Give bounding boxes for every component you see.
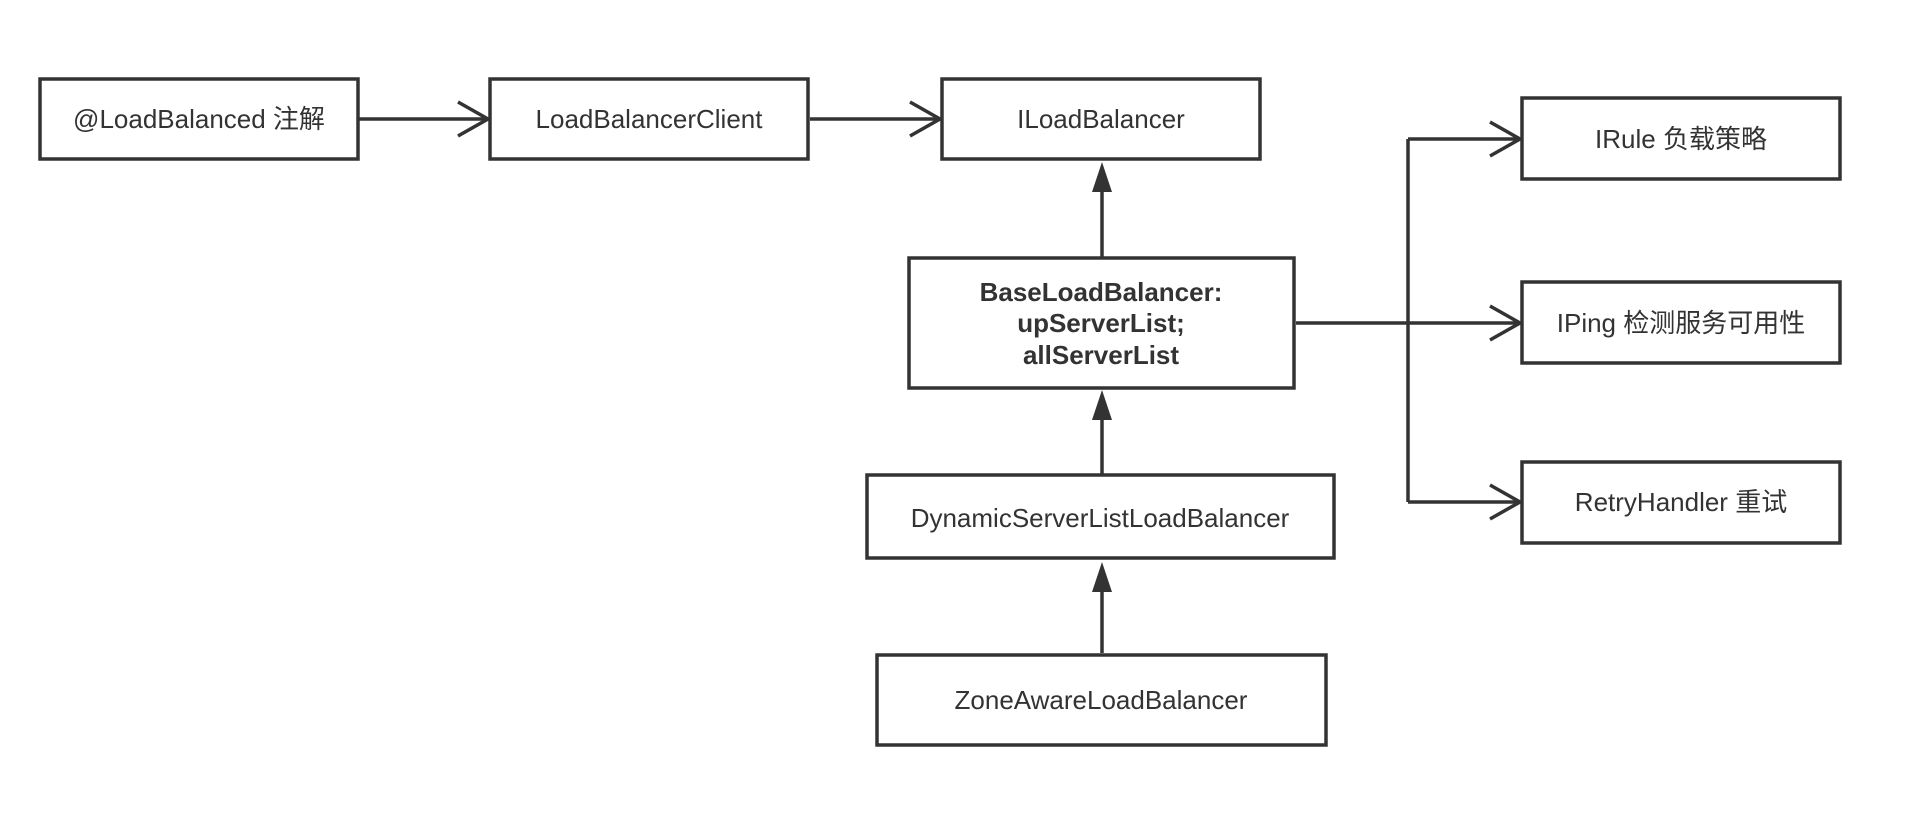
edge-client-to-iloadbalancer bbox=[810, 100, 944, 138]
node-retryhandler: RetryHandler 重试 bbox=[1520, 460, 1842, 545]
node-loadbalanced-annotation: @LoadBalanced 注解 bbox=[38, 77, 360, 161]
arrow-to-iping bbox=[1489, 304, 1524, 342]
node-label: LoadBalancerClient bbox=[536, 104, 764, 134]
node-label: IRule 负载策略 bbox=[1595, 124, 1767, 154]
node-label: ZoneAwareLoadBalancer bbox=[955, 685, 1248, 715]
node-zoneawareloadbalancer: ZoneAwareLoadBalancer bbox=[875, 653, 1328, 747]
node-label-line-3: allServerList bbox=[1023, 340, 1179, 370]
node-baseloadbalancer: BaseLoadBalancer: upServerList; allServe… bbox=[907, 256, 1296, 390]
node-label: @LoadBalanced 注解 bbox=[73, 104, 325, 134]
edge-zoneaware-to-dynamic bbox=[1092, 562, 1112, 653]
node-loadbalancerclient: LoadBalancerClient bbox=[488, 77, 810, 161]
node-label: DynamicServerListLoadBalancer bbox=[911, 503, 1290, 533]
node-dynamicserverlistloadbalancer: DynamicServerListLoadBalancer bbox=[865, 473, 1336, 560]
node-label-line-1: BaseLoadBalancer: bbox=[980, 277, 1223, 307]
edge-loadbalanced-to-client bbox=[358, 100, 492, 138]
node-irule: IRule 负载策略 bbox=[1520, 96, 1842, 181]
node-iloadbalancer: ILoadBalancer bbox=[940, 77, 1262, 161]
node-label: ILoadBalancer bbox=[1017, 104, 1185, 134]
arrow-to-irule bbox=[1489, 120, 1524, 158]
node-label: IPing 检测服务可用性 bbox=[1557, 308, 1806, 338]
node-label-line-2: upServerList; bbox=[1017, 308, 1185, 338]
arrow-to-retryhandler bbox=[1489, 483, 1524, 521]
node-label: RetryHandler 重试 bbox=[1575, 487, 1787, 517]
edge-dynamic-to-base bbox=[1092, 390, 1112, 474]
node-iping: IPing 检测服务可用性 bbox=[1520, 280, 1842, 365]
edge-base-to-iloadbalancer bbox=[1092, 162, 1112, 257]
edge-base-to-dependencies bbox=[1296, 120, 1524, 521]
